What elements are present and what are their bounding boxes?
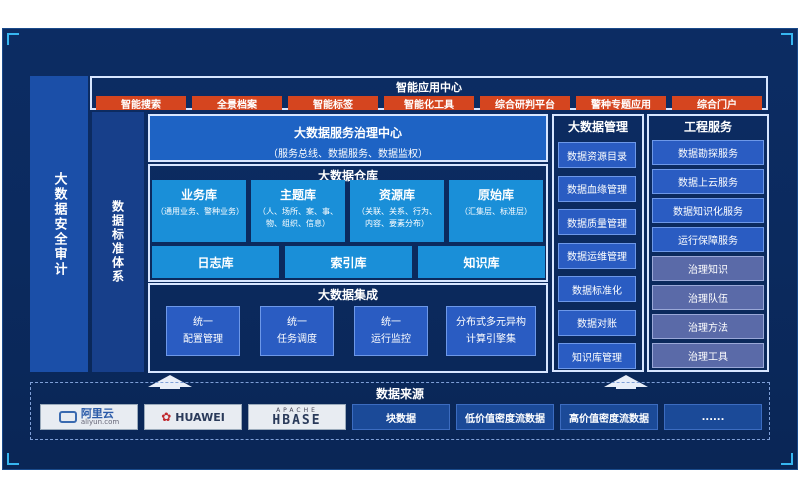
source-hbase: APACHE HBASE	[248, 404, 346, 430]
app-item[interactable]: 警种专题应用	[576, 96, 666, 111]
store-box[interactable]: 业务库 （通用业务、警种业务）	[152, 180, 246, 242]
store-box[interactable]: 原始库 （汇集层、标准层）	[449, 180, 543, 242]
corner-decoration	[781, 453, 793, 465]
corner-decoration	[781, 33, 793, 45]
aliyun-name: 阿里云	[80, 407, 114, 420]
aliyun-logo-icon	[58, 411, 77, 423]
app-item[interactable]: 综合研判平台	[480, 96, 570, 111]
integration-item[interactable]: 统一任务调度	[260, 306, 334, 356]
governance-item[interactable]: 治理工具	[652, 343, 764, 368]
governance-subtitle: （服务总线、数据服务、数据监权）	[268, 149, 428, 160]
warehouse-title: 大数据仓库	[317, 169, 378, 183]
governance-item[interactable]: 治理队伍	[652, 285, 764, 310]
integration-line2: 任务调度	[277, 334, 317, 345]
security-audit-label: 大数据安全审计	[51, 171, 67, 277]
app-center-items: 智能搜索全景档案智能标签智能化工具综合研判平台警种专题应用综合门户	[92, 96, 766, 111]
store-name: 原始库	[477, 188, 514, 202]
store-box-bottom[interactable]: 日志库	[152, 246, 279, 278]
corner-decoration	[7, 453, 19, 465]
integration-item[interactable]: 分布式多元异构计算引擎集	[446, 306, 536, 356]
huawei-label: HUAWEI	[175, 410, 225, 424]
source-item[interactable]: 低价值密度流数据	[456, 404, 554, 430]
management-item[interactable]: 数据血缘管理	[558, 175, 636, 202]
app-center: 智能应用中心 智能搜索全景档案智能标签智能化工具综合研判平台警种专题应用综合门户	[90, 76, 768, 111]
corner-decoration	[7, 33, 19, 45]
store-desc: （汇集层、标准层）	[460, 207, 532, 216]
app-item[interactable]: 智能标签	[288, 96, 378, 111]
hbase-label: HBASE	[272, 412, 322, 428]
management-item[interactable]: 数据运维管理	[558, 242, 636, 269]
source-aliyun: 阿里云 aliyun.com	[40, 404, 138, 430]
governance-item[interactable]: 治理方法	[652, 314, 764, 339]
aliyun-url: aliyun.com	[80, 418, 120, 426]
data-integration: 大数据集成	[148, 283, 548, 373]
app-item[interactable]: 智能化工具	[384, 96, 474, 111]
store-desc: （人、场所、案、事、物、组织、信息）	[258, 207, 338, 228]
engineering-service[interactable]: 数据勘探服务	[652, 140, 764, 165]
huawei-logo-icon: ✿	[161, 410, 172, 424]
data-management: 大数据管理	[552, 114, 644, 372]
app-item[interactable]: 智能搜索	[96, 96, 186, 111]
governance-title: 大数据服务治理中心	[293, 126, 402, 140]
integration-line1: 统一	[381, 317, 401, 328]
data-standard-label: 数据标准体系	[110, 200, 125, 284]
apache-label: APACHE	[276, 406, 318, 414]
source-item[interactable]: 块数据	[352, 404, 450, 430]
store-box[interactable]: 资源库 （关联、关系、行为、内容、要素分布）	[350, 180, 444, 242]
management-item[interactable]: 数据标准化	[558, 276, 636, 302]
management-item[interactable]: 数据资源目录	[558, 142, 636, 168]
integration-title: 大数据集成	[317, 288, 378, 302]
app-item[interactable]: 全景档案	[192, 96, 282, 111]
integration-item[interactable]: 统一配置管理	[166, 306, 240, 356]
integration-line1: 统一	[287, 317, 307, 328]
integration-item[interactable]: 统一运行监控	[354, 306, 428, 356]
source-item[interactable]: 高价值密度流数据	[560, 404, 658, 430]
integration-line2: 配置管理	[183, 334, 223, 345]
app-center-title: 智能应用中心	[396, 81, 462, 94]
store-desc: （关联、关系、行为、内容、要素分布）	[357, 207, 437, 228]
management-title: 大数据管理	[567, 120, 628, 134]
store-name: 主题库	[279, 188, 316, 202]
engineering-title: 工程服务	[683, 120, 732, 134]
integration-line1: 统一	[193, 317, 213, 328]
security-audit-panel: 大数据安全审计	[30, 76, 88, 372]
sources-title: 数据来源	[375, 387, 424, 401]
engineering-service[interactable]: 数据上云服务	[652, 169, 764, 194]
data-sources: 数据来源	[30, 382, 770, 440]
management-item[interactable]: 数据对账	[558, 309, 636, 336]
governance-center: 大数据服务治理中心 （服务总线、数据服务、数据监权）	[148, 114, 548, 162]
app-item[interactable]: 综合门户	[672, 96, 762, 111]
source-huawei: ✿ HUAWEI	[144, 404, 242, 430]
engineering-service[interactable]: 数据知识化服务	[652, 198, 764, 223]
data-warehouse: 大数据仓库	[148, 164, 548, 282]
store-desc: （通用业务、警种业务）	[156, 207, 244, 216]
governance-item[interactable]: 治理知识	[652, 256, 764, 281]
management-item[interactable]: 知识库管理	[558, 343, 636, 369]
integration-line1: 分布式多元异构	[456, 317, 526, 328]
store-name: 资源库	[378, 188, 415, 202]
store-box[interactable]: 主题库 （人、场所、案、事、物、组织、信息）	[251, 180, 345, 242]
engineering-services: 工程服务	[647, 114, 769, 372]
engineering-service[interactable]: 运行保障服务	[652, 227, 764, 252]
management-item[interactable]: 数据质量管理	[558, 209, 636, 235]
data-standard-panel: 数据标准体系	[92, 112, 144, 372]
integration-line2: 运行监控	[371, 334, 411, 345]
store-box-bottom[interactable]: 知识库	[418, 246, 545, 278]
store-box-bottom[interactable]: 索引库	[285, 246, 412, 278]
integration-line2: 计算引擎集	[466, 334, 516, 345]
source-item[interactable]: ......	[664, 404, 762, 430]
store-name: 业务库	[180, 188, 217, 202]
